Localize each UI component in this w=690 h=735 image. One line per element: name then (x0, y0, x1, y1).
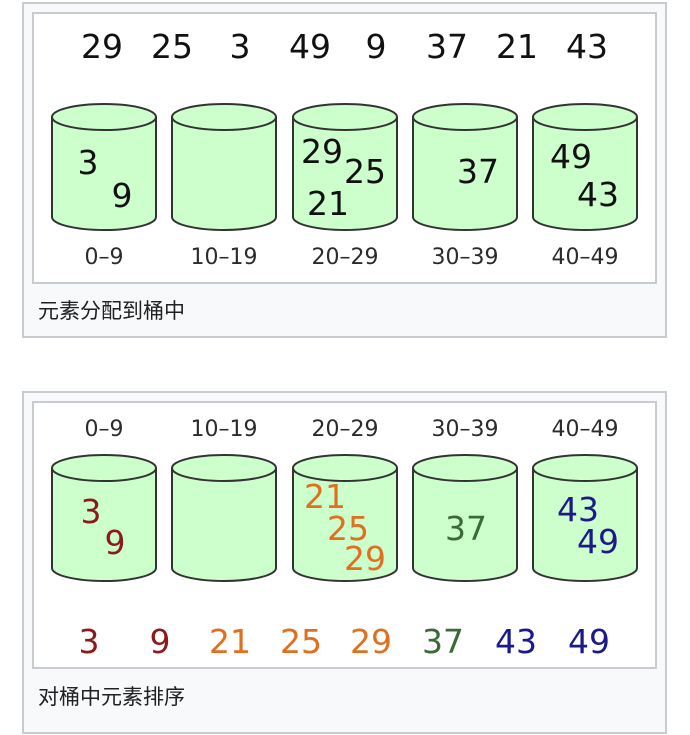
sort-bucket-1-body (171, 468, 277, 582)
bucket-range-label: 30–39 (432, 417, 499, 442)
output-number: 21 (209, 622, 251, 661)
bucket-range-label: 30–39 (432, 245, 499, 270)
sorted-bucket-element: 9 (105, 523, 126, 562)
sort-bucket-0-rim (51, 454, 157, 482)
bucket-element: 37 (457, 152, 499, 191)
input-number: 3 (230, 27, 251, 66)
distribute-bucket-0-rim (51, 103, 157, 131)
bucket-element: 49 (550, 137, 592, 176)
distribute-bucket-4-rim (532, 103, 638, 131)
bucket-range-label: 40–49 (552, 417, 619, 442)
distribution-caption: 元素分配到桶中 (38, 299, 185, 323)
input-number: 49 (289, 27, 331, 66)
output-number: 29 (350, 622, 392, 661)
bucket-range-label: 10–19 (191, 417, 258, 442)
bucket-range-label: 0–9 (85, 245, 124, 270)
sorted-bucket-element: 49 (577, 522, 619, 561)
distribute-bucket-2-body (292, 117, 398, 231)
bucket-range-label: 0–9 (85, 417, 124, 442)
sorted-bucket-element: 29 (344, 539, 386, 578)
sort-bucket-2-body (292, 468, 398, 582)
distribute-bucket-3-rim (412, 103, 518, 131)
input-number: 29 (81, 27, 123, 66)
input-number: 25 (151, 27, 193, 66)
bucket-element: 3 (78, 143, 99, 182)
sort-bucket-2-rim (292, 454, 398, 482)
bucket-element: 29 (301, 132, 343, 171)
bucket-range-label: 20–29 (312, 417, 379, 442)
sort-bucket-4-body (532, 468, 638, 582)
output-number: 9 (150, 622, 171, 661)
bucket-element: 21 (307, 184, 349, 223)
distribute-bucket-1-rim (171, 103, 277, 131)
output-number: 3 (79, 622, 100, 661)
input-number: 37 (426, 27, 468, 66)
distribute-bucket-4-body (532, 117, 638, 231)
sort-bucket-0-body (51, 468, 157, 582)
sorted-bucket-element: 3 (81, 492, 102, 531)
output-number: 49 (568, 622, 610, 661)
output-number: 37 (422, 622, 464, 661)
sort-bucket-3-rim (412, 454, 518, 482)
bucket-element: 43 (577, 175, 619, 214)
input-number: 9 (366, 27, 387, 66)
bucket-range-label: 10–19 (191, 245, 258, 270)
sorting-caption: 对桶中元素排序 (38, 685, 185, 709)
distribute-bucket-0-body (51, 117, 157, 231)
output-number: 43 (495, 622, 537, 661)
distribute-bucket-3-body (412, 117, 518, 231)
sorted-bucket-element: 43 (557, 490, 599, 529)
input-number: 43 (566, 27, 608, 66)
sort-bucket-1-rim (171, 454, 277, 482)
output-number: 25 (280, 622, 322, 661)
bucket-element: 25 (344, 152, 386, 191)
distribute-bucket-1-body (171, 117, 277, 231)
input-number: 21 (496, 27, 538, 66)
bucket-range-label: 40–49 (552, 245, 619, 270)
sorted-bucket-element: 21 (304, 477, 346, 516)
sorted-bucket-element: 37 (445, 509, 487, 548)
bucket-element: 9 (112, 176, 133, 215)
sorted-bucket-element: 25 (327, 509, 369, 548)
sort-bucket-3-body (412, 468, 518, 582)
distribute-bucket-2-rim (292, 103, 398, 131)
sort-bucket-4-rim (532, 454, 638, 482)
bucket-range-label: 20–29 (312, 245, 379, 270)
